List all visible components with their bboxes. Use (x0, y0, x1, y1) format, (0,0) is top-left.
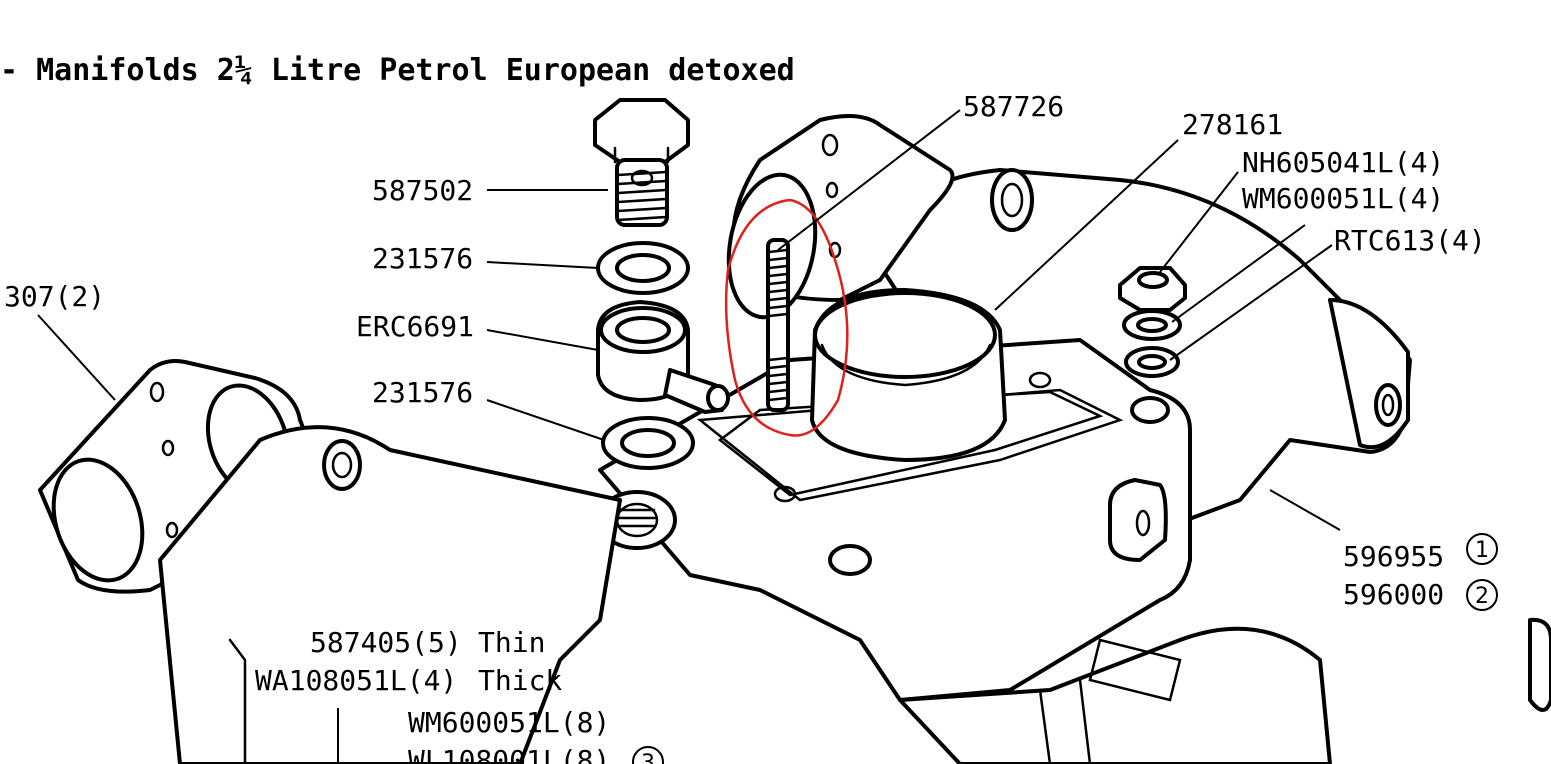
label-erc6691: ERC6691 (356, 310, 474, 343)
label-231576-lower: 231576 (372, 376, 473, 409)
label-wa108051l: WA108051L(4) (255, 664, 457, 697)
label-thin: Thin (478, 626, 545, 659)
label-wl108001l: WL108001L(8) (408, 744, 610, 764)
svg-text:1: 1 (1475, 538, 1489, 563)
label-587726: 587726 (963, 90, 1064, 123)
svg-text:2: 2 (1475, 584, 1489, 609)
washer-icon (596, 241, 695, 470)
nut-icon (1118, 266, 1187, 378)
label-587502: 587502 (372, 174, 473, 207)
label-rtc613: RTC613(4) (1334, 224, 1486, 257)
label-231576-upper: 231576 (372, 242, 473, 275)
diagram-title: - Manifolds 2¼ Litre Petrol European det… (0, 53, 795, 88)
label-nh605041l: NH605041L(4) (1242, 146, 1444, 179)
label-596955: 596955 (1343, 540, 1444, 573)
callout-1: 1 (1466, 533, 1498, 565)
callout-2: 2 (1466, 579, 1498, 611)
stud-icon (766, 238, 790, 412)
label-wm600051l-4: WM600051L(4) (1242, 182, 1444, 215)
banjo-bolt-icon (593, 98, 690, 227)
svg-text:3: 3 (641, 751, 655, 764)
label-wm600051l-8: WM600051L(8) (408, 706, 610, 739)
gasket-icon (38, 359, 322, 594)
label-596000: 596000 (1343, 578, 1444, 611)
highlight-circle (724, 198, 849, 437)
label-278161: 278161 (1182, 108, 1283, 141)
carb-flange-icon (810, 288, 1007, 462)
callout-3: 3 (632, 746, 664, 764)
banjo-union-icon (596, 300, 730, 414)
label-307: 307(2) (4, 280, 105, 313)
label-thick: Thick (478, 664, 562, 697)
leader-lines (37, 109, 1341, 764)
label-587405: 587405(5) (310, 626, 462, 659)
